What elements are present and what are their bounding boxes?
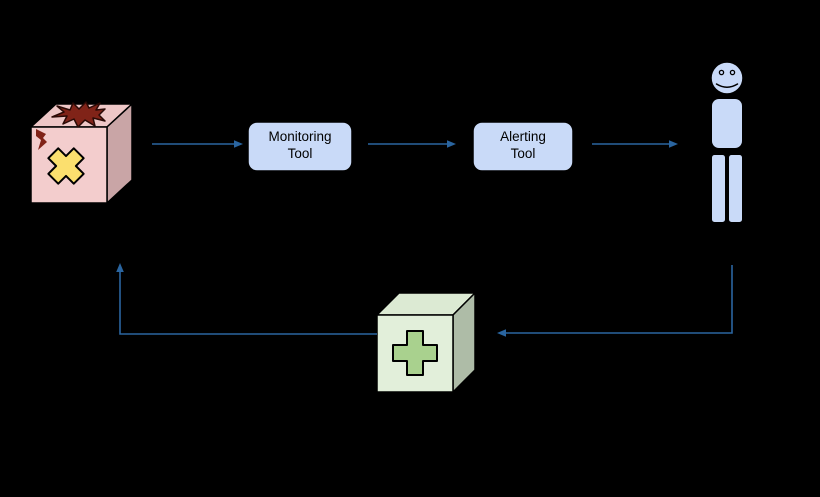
person-right-eye-icon <box>729 69 736 76</box>
person-head-icon <box>710 61 744 95</box>
fix-node <box>376 292 476 393</box>
plus-icon <box>392 330 438 376</box>
person-torso-icon <box>712 99 742 148</box>
arrow-alerting-to-person <box>592 140 678 148</box>
arrowhead-right-icon <box>447 140 456 148</box>
alerting-tool-label-line2: Tool <box>511 146 536 161</box>
monitoring-tool-label-line1: Monitoring <box>268 129 331 144</box>
monitoring-tool-label-line2: Tool <box>288 146 313 161</box>
person-left-eye-icon <box>718 69 725 76</box>
explosion-icon <box>51 101 106 128</box>
person-left-leg-icon <box>712 155 725 222</box>
arrowhead-up-icon <box>116 263 124 272</box>
monitoring-tool-box <box>247 121 353 172</box>
alerting-tool-box <box>472 121 574 172</box>
person-node <box>710 61 744 222</box>
arrow-fix-to-system <box>116 263 377 335</box>
arrowhead-left-icon <box>497 329 506 337</box>
arrowhead-right-icon <box>234 140 243 148</box>
person-right-leg-icon <box>729 155 742 222</box>
arrow-person-to-fix <box>497 265 733 337</box>
lightning-bolt-icon <box>36 129 47 150</box>
alerting-tool-label-line1: Alerting <box>500 129 546 144</box>
person-smile-icon <box>715 83 739 88</box>
arrow-monitoring-to-alerting <box>368 140 456 148</box>
arrow-system-to-monitoring <box>152 140 243 148</box>
monitoring-tool-node: Monitoring Tool <box>247 121 353 172</box>
arrow-line <box>119 271 377 335</box>
arrowhead-right-icon <box>669 140 678 148</box>
arrow-line <box>505 265 733 334</box>
error-x-icon <box>47 147 85 185</box>
broken-system-node <box>30 101 133 204</box>
alerting-tool-node: Alerting Tool <box>472 121 574 172</box>
